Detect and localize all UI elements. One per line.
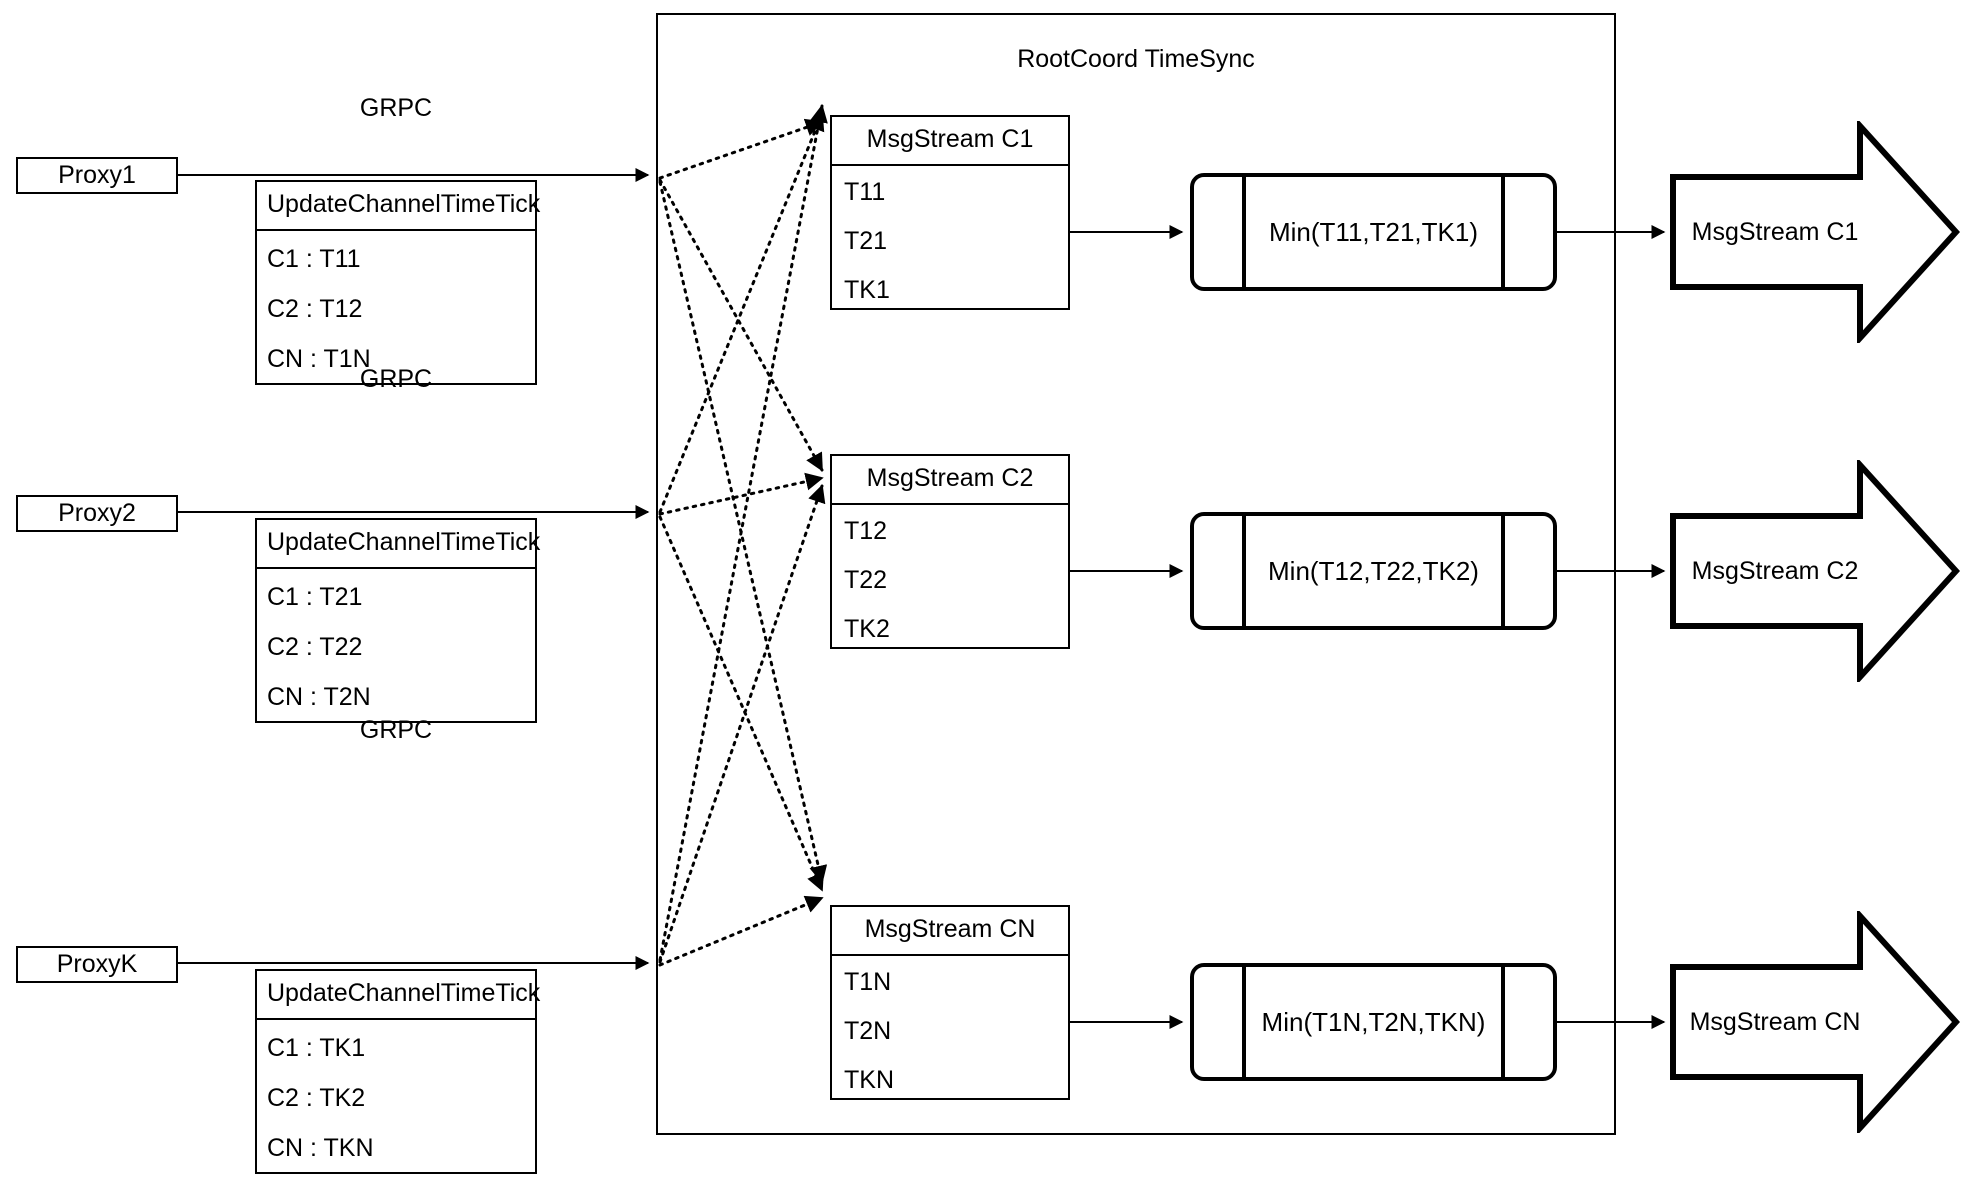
msgstream-header: MsgStream CN [832,907,1068,956]
process-bar-right [1501,177,1505,287]
tick-header: UpdateChannelTimeTick [257,182,540,231]
proxy-box-2[interactable]: Proxy2 [16,495,178,532]
update-channel-timetick-box-1: UpdateChannelTimeTick C1 : T11 C2 : T12 … [255,180,540,385]
tick-row: C2 : TK2 [267,1084,366,1112]
msgstream-header: MsgStream C1 [832,117,1068,166]
msgstream-body: T11 T21 TK1 [832,166,1068,315]
msgstream-body: T12 T22 TK2 [832,505,1068,654]
msgstream-row: TKN [844,1066,894,1094]
proxy-label: Proxy1 [58,161,136,189]
proxy-box-k[interactable]: ProxyK [16,946,178,983]
msgstream-box-c1: MsgStream C1 T11 T21 TK1 [830,115,1070,310]
update-channel-timetick-box-2: UpdateChannelTimeTick C1 : T21 C2 : T22 … [255,518,540,723]
tick-body: C1 : TK1 C2 : TK2 CN : TKN [257,1020,535,1173]
min-process-label: Min(T12,T22,TK2) [1268,555,1479,586]
msgstream-header: MsgStream C2 [832,456,1068,505]
grpc-label-2: GRPC [359,365,433,393]
min-process-label: Min(T1N,T2N,TKN) [1261,1006,1486,1037]
grpc-label-k: GRPC [359,716,433,744]
min-process-box-c2: Min(T12,T22,TK2) [1190,512,1557,630]
msgstream-body: T1N T2N TKN [832,956,1068,1105]
msgstream-row: T22 [844,566,888,594]
proxy-label: Proxy2 [58,499,136,527]
msgstream-row: TK2 [844,615,890,643]
tick-header: UpdateChannelTimeTick [257,520,540,569]
tick-row: C1 : TK1 [267,1034,366,1062]
msgstream-row: T21 [844,227,888,255]
process-bar-right [1501,516,1505,626]
msgstream-row: TK1 [844,276,890,304]
tick-header: UpdateChannelTimeTick [257,971,540,1020]
output-msgstream-arrow-c1: MsgStream C1 [1670,121,1960,343]
min-process-box-c1: Min(T11,T21,TK1) [1190,173,1557,291]
tick-body: C1 : T11 C2 : T12 CN : T1N [257,231,535,384]
proxy-box-1[interactable]: Proxy1 [16,157,178,194]
tick-row: C2 : T22 [267,633,363,661]
msgstream-box-c2: MsgStream C2 T12 T22 TK2 [830,454,1070,649]
tick-row: CN : TKN [267,1134,374,1162]
tick-row: CN : T1N [267,345,371,373]
msgstream-box-cn: MsgStream CN T1N T2N TKN [830,905,1070,1100]
msgstream-row: T12 [844,517,888,545]
rootcoord-timesync-container [656,13,1616,1135]
output-msgstream-arrow-cn: MsgStream CN [1670,911,1960,1133]
min-process-box-cn: Min(T1N,T2N,TKN) [1190,963,1557,1081]
output-msgstream-arrow-c2: MsgStream C2 [1670,460,1960,682]
tick-body: C1 : T21 C2 : T22 CN : T2N [257,569,535,722]
msgstream-row: T11 [844,178,886,206]
update-channel-timetick-box-k: UpdateChannelTimeTick C1 : TK1 C2 : TK2 … [255,969,540,1174]
process-bar-left [1242,516,1246,626]
tick-row: CN : T2N [267,683,371,711]
rootcoord-timesync-title: RootCoord TimeSync [1017,45,1255,73]
grpc-label-1: GRPC [359,94,433,122]
tick-row: C2 : T12 [267,295,363,323]
process-bar-right [1501,967,1505,1077]
msgstream-row: T2N [844,1017,892,1045]
process-bar-left [1242,967,1246,1077]
process-bar-left [1242,177,1246,287]
proxy-label: ProxyK [56,950,138,978]
min-process-label: Min(T11,T21,TK1) [1268,216,1478,247]
tick-row: C1 : T21 [267,583,363,611]
tick-row: C1 : T11 [267,245,361,273]
msgstream-row: T1N [844,968,892,996]
